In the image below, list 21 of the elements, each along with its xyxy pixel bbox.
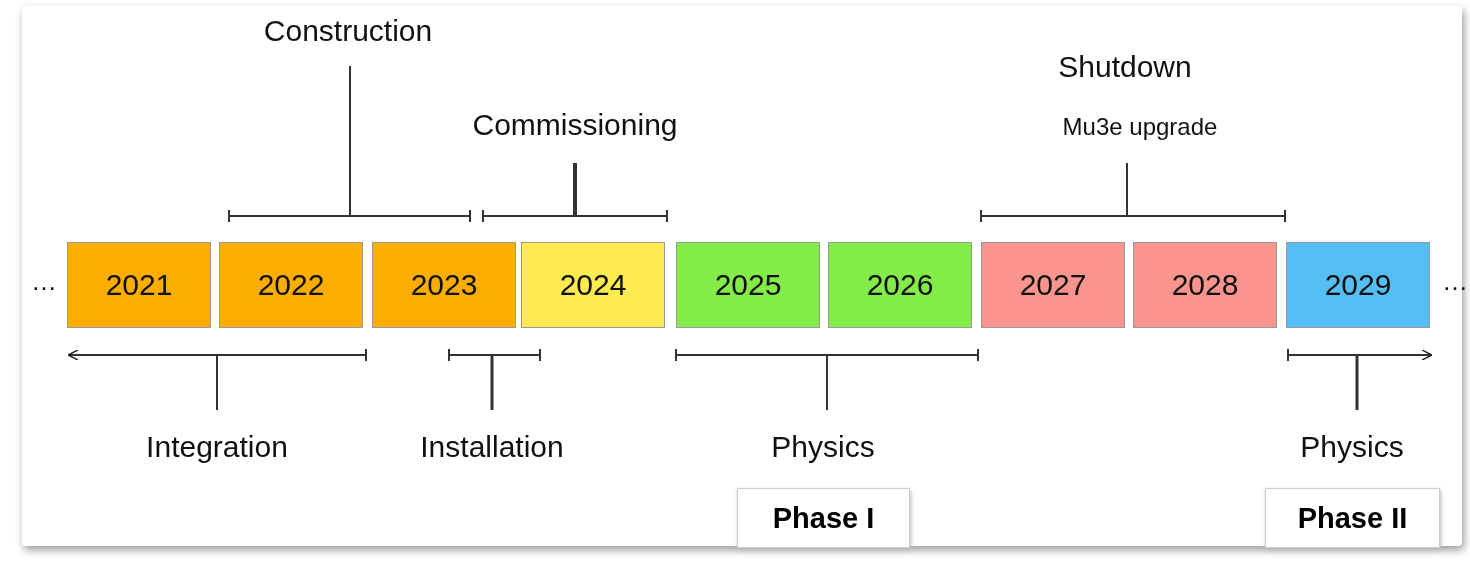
phase-heading: Installation <box>420 430 564 464</box>
year-box: 2029 <box>1286 242 1430 328</box>
phase-heading: Commissioning <box>472 108 678 142</box>
year-box: 2027 <box>981 242 1125 328</box>
year-box: 2022 <box>219 242 363 328</box>
phase-heading: Construction <box>263 14 433 48</box>
year-box: 2026 <box>828 242 972 328</box>
year-box: 2023 <box>372 242 516 328</box>
year-box: 2025 <box>676 242 820 328</box>
phase-heading: Integration <box>146 430 288 464</box>
phase-heading: Physics <box>771 430 875 464</box>
phase-heading: Shutdown <box>1058 50 1192 84</box>
phase-subheading: Mu3e upgrade <box>1062 113 1218 141</box>
year-box: 2024 <box>521 242 665 328</box>
phase-box: Phase I <box>737 488 910 548</box>
year-box: 2028 <box>1133 242 1277 328</box>
year-box: 2021 <box>67 242 211 328</box>
phase-heading: Physics <box>1300 430 1404 464</box>
phase-box: Phase II <box>1265 488 1440 548</box>
ellipsis-text: … <box>31 266 57 297</box>
ellipsis-text: … <box>1442 266 1468 297</box>
